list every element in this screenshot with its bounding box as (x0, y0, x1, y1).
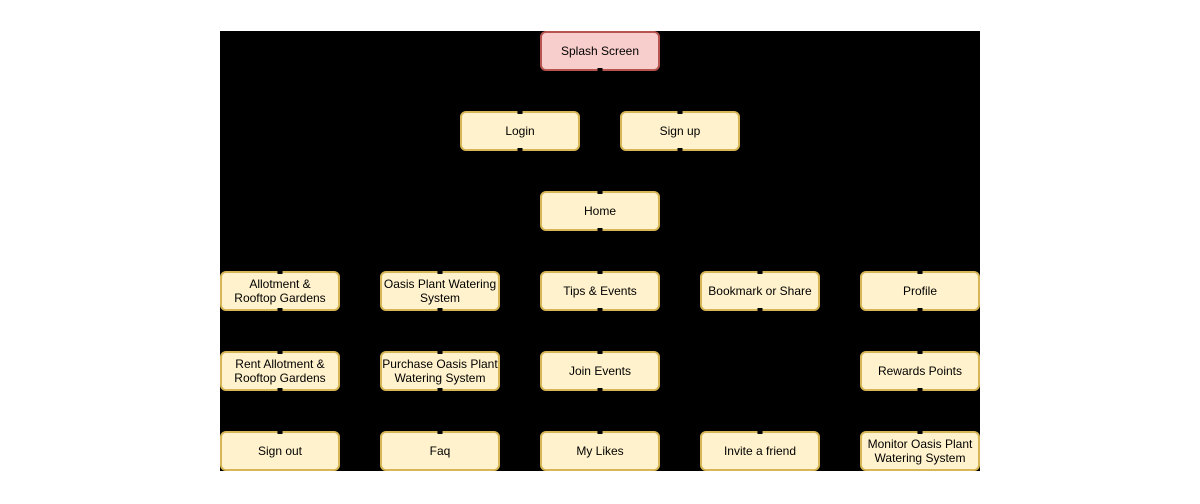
connector-attach-point-bottom (597, 308, 603, 311)
connector-attach-point-bottom (677, 148, 683, 151)
connector-attach-point-bottom (517, 148, 523, 151)
connector-attach-point-top (917, 351, 923, 354)
connector-attach-point-bottom (597, 388, 603, 391)
connector-attach-point-bottom (437, 388, 443, 391)
node-label: Sign up (659, 124, 701, 138)
node-label: Allotment & Rooftop Gardens (234, 277, 326, 305)
node-label: My Likes (576, 444, 624, 458)
node-label: Login (505, 124, 535, 138)
node-label: Rent Allotment & Rooftop Gardens (234, 357, 326, 385)
node-tips-events[interactable]: Tips & Events (540, 271, 660, 311)
connector-attach-point-bottom (757, 308, 763, 311)
node-label: Bookmark or Share (708, 284, 812, 298)
node-rewards-points[interactable]: Rewards Points (860, 351, 980, 391)
node-label: Profile (902, 284, 937, 298)
connector-attach-point-top (277, 431, 283, 434)
connector-attach-point-top (437, 431, 443, 434)
node-purchase-oasis-plant-watering-system[interactable]: Purchase Oasis Plant Watering System (380, 351, 500, 391)
node-label: Invite a friend (723, 444, 797, 458)
node-label: Rewards Points (877, 364, 963, 378)
node-label: Purchase Oasis Plant Watering System (382, 357, 498, 385)
connector-attach-point-top (597, 271, 603, 274)
node-monitor-oasis-plant-watering-system[interactable]: Monitor Oasis Plant Watering System (860, 431, 980, 471)
node-home[interactable]: Home (540, 191, 660, 231)
connector-attach-point-bottom (437, 308, 443, 311)
connector-attach-point-bottom (277, 308, 283, 311)
node-login[interactable]: Login (460, 111, 580, 151)
connector-attach-point-top (677, 111, 683, 114)
connector-attach-point-top (277, 271, 283, 274)
connector-attach-point-bottom (917, 308, 923, 311)
node-bookmark-or-share[interactable]: Bookmark or Share (700, 271, 820, 311)
node-invite-a-friend[interactable]: Invite a friend (700, 431, 820, 471)
node-rent-allotment-rooftop-gardens[interactable]: Rent Allotment & Rooftop Gardens (220, 351, 340, 391)
node-my-likes[interactable]: My Likes (540, 431, 660, 471)
connector-attach-point-bottom (917, 388, 923, 391)
connector-attach-point-top (517, 111, 523, 114)
node-label: Oasis Plant Watering System (383, 277, 497, 305)
connector-attach-point-top (917, 431, 923, 434)
node-splash-screen[interactable]: Splash Screen (540, 31, 660, 71)
connector-attach-point-top (757, 431, 763, 434)
node-profile[interactable]: Profile (860, 271, 980, 311)
node-label: Splash Screen (560, 44, 640, 58)
node-sign-out[interactable]: Sign out (220, 431, 340, 471)
node-faq[interactable]: Faq (380, 431, 500, 471)
connector-attach-point-top (597, 191, 603, 194)
connector-attach-point-bottom (277, 388, 283, 391)
node-label: Join Events (568, 364, 632, 378)
connector-attach-point-top (437, 351, 443, 354)
connector-attach-point-top (757, 271, 763, 274)
node-oasis-plant-watering-system[interactable]: Oasis Plant Watering System (380, 271, 500, 311)
connector-attach-point-top (437, 271, 443, 274)
node-label: Tips & Events (563, 284, 637, 298)
node-label: Faq (429, 444, 451, 458)
connector-attach-point-bottom (597, 68, 603, 71)
node-sign-up[interactable]: Sign up (620, 111, 740, 151)
node-label: Home (583, 204, 616, 218)
connector-attach-point-top (597, 431, 603, 434)
node-join-events[interactable]: Join Events (540, 351, 660, 391)
node-label: Monitor Oasis Plant Watering System (867, 437, 973, 465)
node-label: Sign out (257, 444, 303, 458)
connector-attach-point-bottom (597, 228, 603, 231)
node-allotment-rooftop-gardens[interactable]: Allotment & Rooftop Gardens (220, 271, 340, 311)
connector-attach-point-top (597, 351, 603, 354)
connector-attach-point-top (277, 351, 283, 354)
connector-attach-point-top (917, 271, 923, 274)
